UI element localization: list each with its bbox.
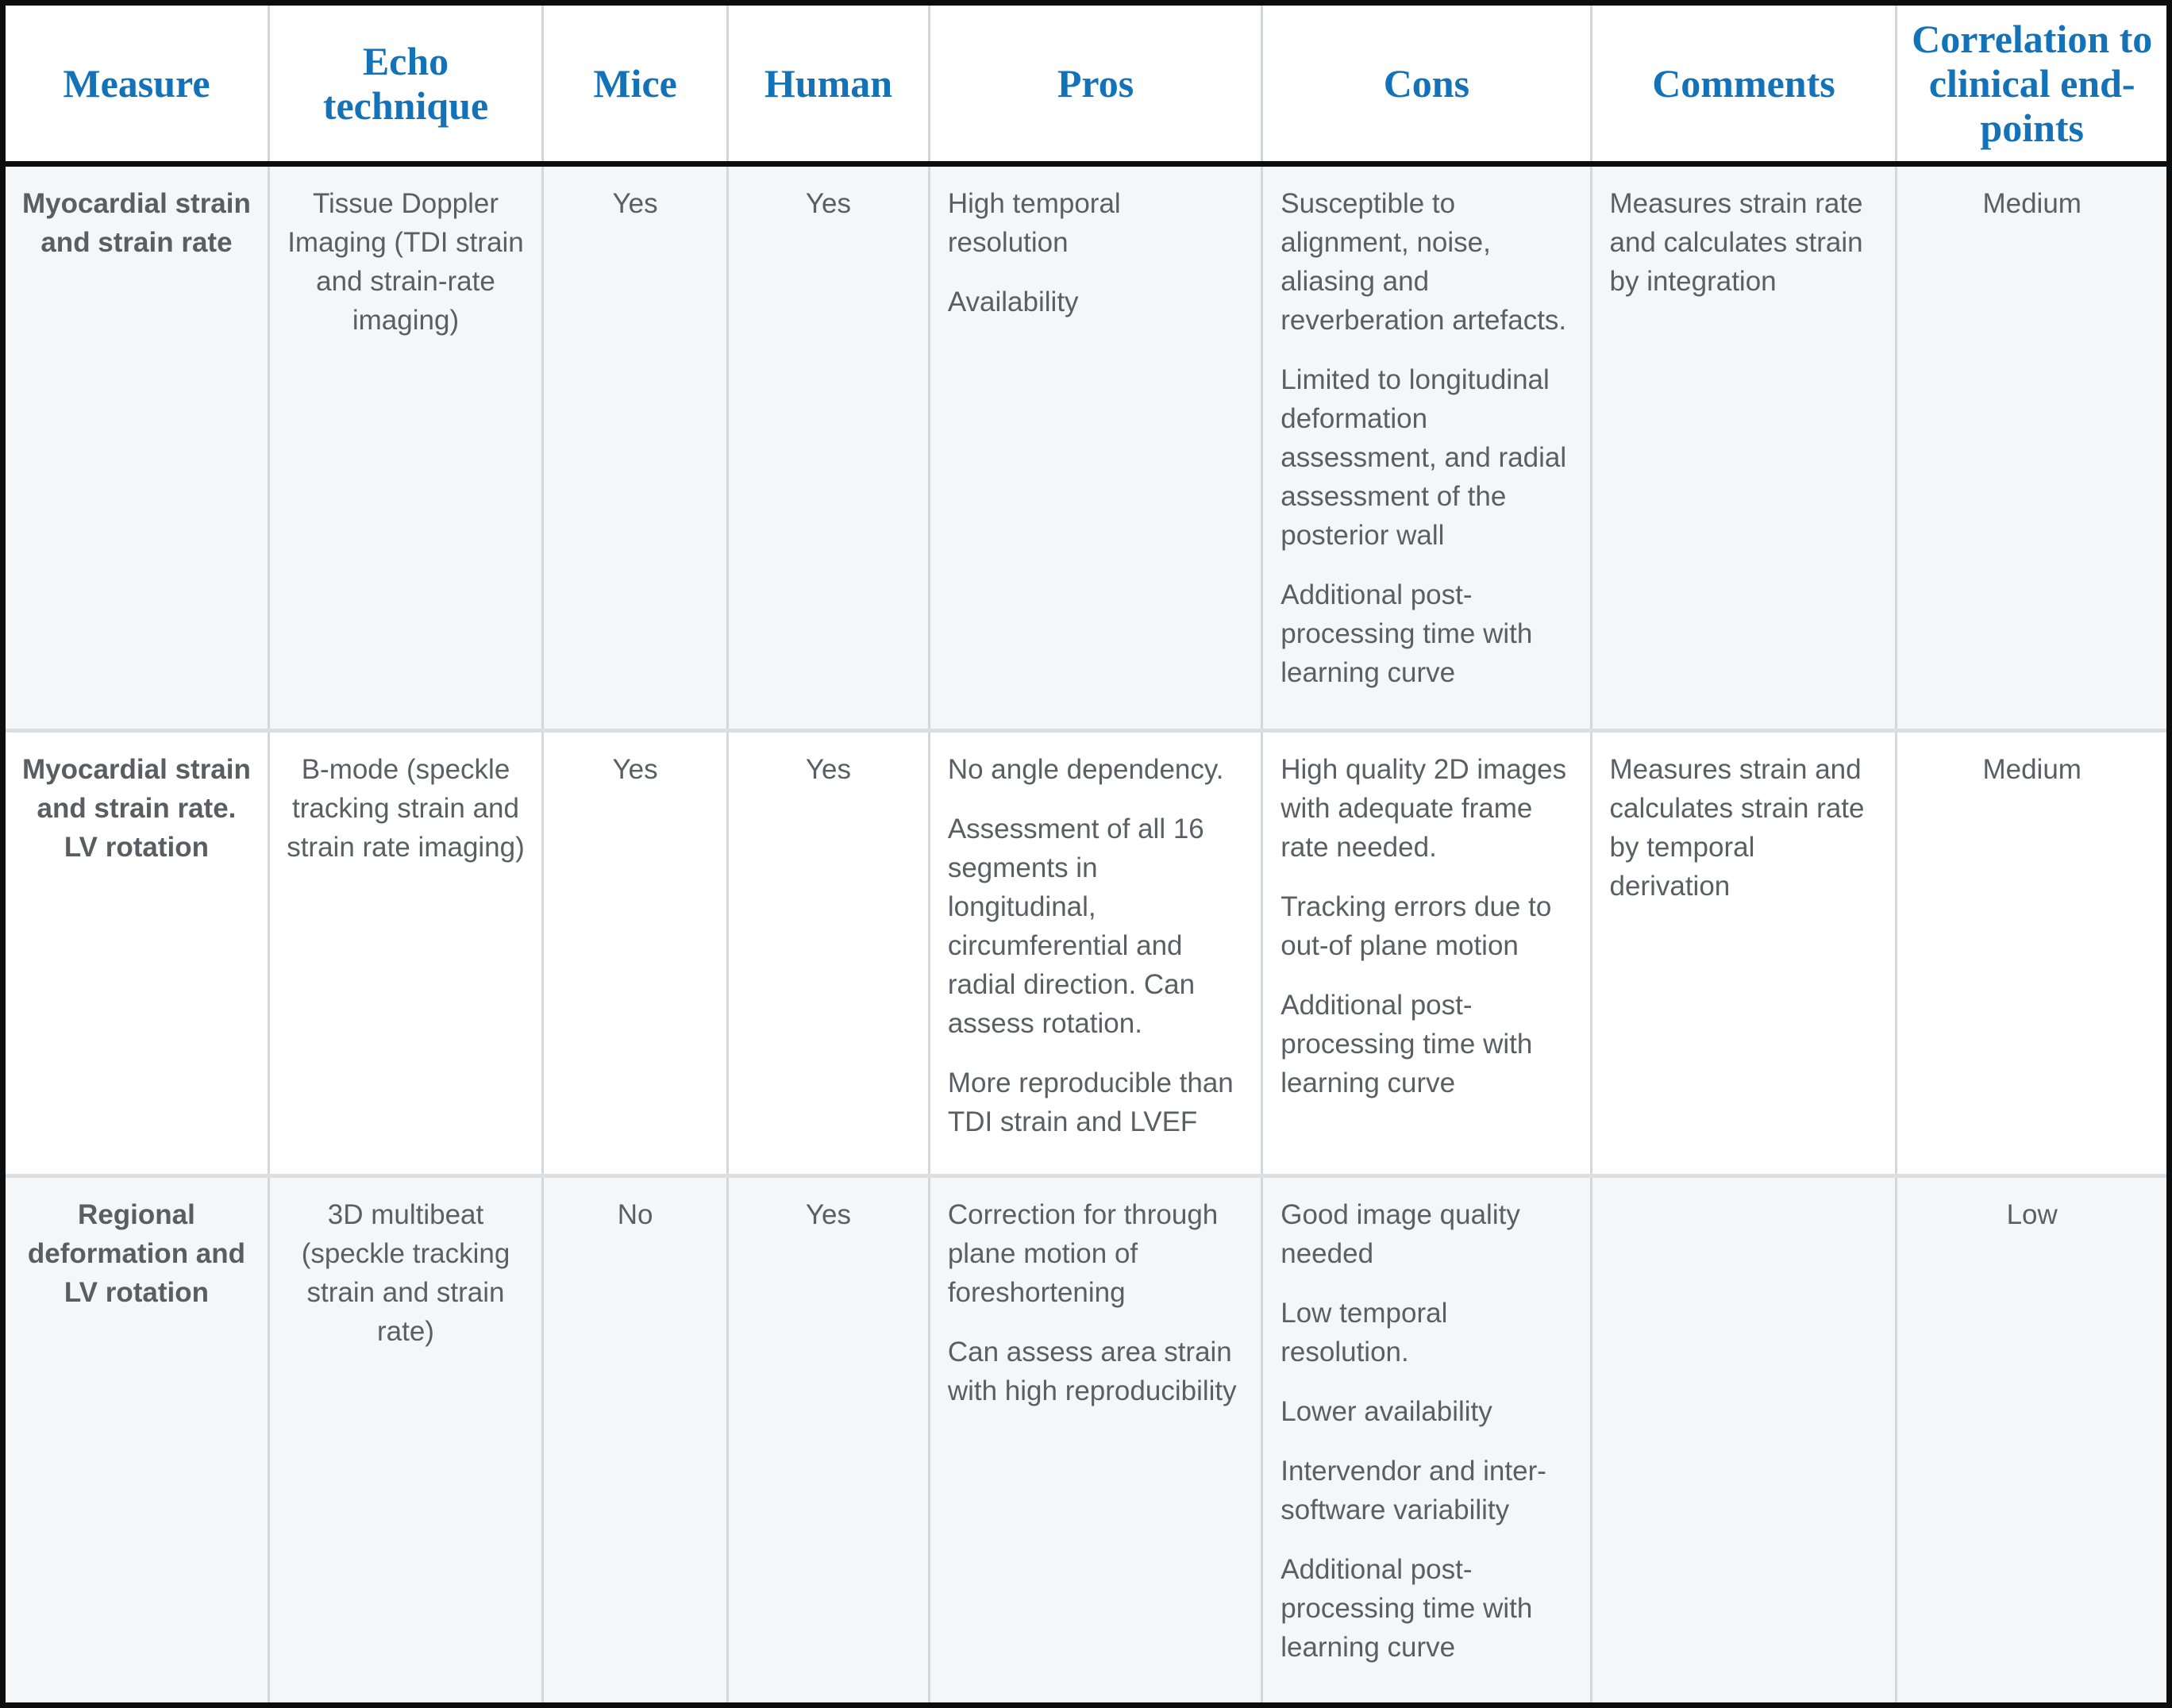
header-line: Human (764, 61, 893, 106)
cell-paragraph: No angle dependency. (947, 754, 1224, 786)
cell-comments: Measures strain rate and calculates stra… (1591, 163, 1898, 733)
cell-measure: Myocardial strain and strain rate. LV ro… (6, 730, 270, 1179)
table-row: Myocardial strain and strain rate. LV ro… (6, 730, 2166, 1179)
cell-pros: No angle dependency. Assessment of all 16… (929, 730, 1264, 1179)
cell-correlation: Medium (1896, 730, 2166, 1179)
cell-paragraph: Additional post-processing time with lea… (1280, 1554, 1533, 1664)
cell-comments (1591, 1175, 1898, 1702)
cell-paragraph: Availability (947, 287, 1079, 317)
header-line: Correlation (1912, 17, 2110, 61)
header-line: Pros (1057, 61, 1134, 106)
cell-text: Yes (805, 754, 852, 786)
cell-comments: Measures strain and calculates strain ra… (1591, 730, 1898, 1179)
cell-paragraph: Tracking errors due to out-of plane moti… (1280, 891, 1552, 962)
column-header-correlation: Correlation to clinical end-points (1896, 6, 2166, 167)
cell-human: Yes (727, 163, 930, 733)
table-header: Measure Echo technique Mice Human Pros C… (6, 6, 2166, 167)
cell-paragraph: More reproducible than TDI strain and LV… (947, 1068, 1234, 1138)
column-header-mice: Mice (542, 6, 730, 167)
column-header-echo-technique: Echo technique (268, 6, 545, 167)
header-line: Cons (1383, 61, 1470, 106)
cell-paragraph: Low temporal resolution. (1280, 1298, 1448, 1368)
cell-paragraph: Additional post-processing time with lea… (1280, 579, 1533, 688)
column-header-measure: Measure (6, 6, 270, 167)
cell-text: Medium (1982, 188, 2082, 219)
header-line: Measure (63, 61, 210, 106)
cell-text: Myocardial strain and strain rate (22, 188, 251, 258)
cell-cons: High quality 2D images with adequate fra… (1261, 730, 1592, 1179)
cell-correlation: Medium (1896, 163, 2166, 733)
echo-technique-comparison-table: Measure Echo technique Mice Human Pros C… (6, 6, 2166, 1702)
table-row: Myocardial strain and strain rate Tissue … (6, 163, 2166, 733)
cell-paragraph: Lower availability (1280, 1396, 1492, 1428)
cell-human: Yes (727, 730, 930, 1179)
cell-paragraph: Additional post-processing time with lea… (1280, 990, 1533, 1099)
cell-correlation: Low (1896, 1175, 2166, 1702)
header-line: Comments (1652, 61, 1835, 106)
cell-text: Yes (805, 1199, 852, 1231)
cell-paragraph: Assessment of all 16 segments in longitu… (947, 814, 1204, 1040)
cell-paragraph: Correction for through plane motion of f… (947, 1199, 1219, 1309)
cell-paragraph: Intervendor and inter-software variabili… (1280, 1456, 1546, 1526)
column-header-pros: Pros (929, 6, 1264, 167)
table-body: Myocardial strain and strain rate Tissue … (6, 163, 2166, 1702)
cell-paragraph: Can assess area strain with high reprodu… (947, 1337, 1237, 1407)
cell-cons: Susceptible to alignment, noise, aliasin… (1261, 163, 1592, 733)
cell-text: Yes (805, 188, 852, 219)
header-line: technique (322, 83, 489, 128)
cell-text: Yes (612, 754, 658, 786)
cell-text: Regional deformation and LV rotation (27, 1199, 246, 1309)
header-line: Echo (362, 39, 449, 83)
header-line: Mice (593, 61, 677, 106)
cell-text: Myocardial strain and strain rate. LV ro… (22, 754, 251, 864)
cell-echo-technique: B-mode (speckle tracking strain and stra… (268, 730, 545, 1179)
cell-paragraph: Measures strain and calculates strain ra… (1609, 754, 1865, 902)
cell-paragraph: Good image quality needed (1280, 1199, 1520, 1270)
cell-human: Yes (727, 1175, 930, 1702)
cell-echo-technique: 3D multibeat (speckle tracking strain an… (268, 1175, 545, 1702)
column-header-human: Human (727, 6, 930, 167)
cell-text: No (617, 1199, 653, 1231)
cell-text: B-mode (speckle tracking strain and stra… (287, 754, 525, 864)
cell-paragraph: High temporal resolution (947, 188, 1121, 258)
cell-echo-technique: Tissue Doppler Imaging (TDI strain and s… (268, 163, 545, 733)
header-line: to clinical (1928, 17, 2153, 106)
cell-pros: Correction for through plane motion of f… (929, 1175, 1264, 1702)
cell-mice: Yes (542, 730, 730, 1179)
cell-paragraph: Measures strain rate and calculates stra… (1609, 188, 1863, 297)
cell-text: Low (2006, 1199, 2058, 1231)
cell-measure: Regional deformation and LV rotation (6, 1175, 270, 1702)
cell-text: Medium (1982, 754, 2082, 786)
column-header-cons: Cons (1261, 6, 1592, 167)
cell-mice: Yes (542, 163, 730, 733)
cell-measure: Myocardial strain and strain rate (6, 163, 270, 733)
cell-text: Yes (612, 188, 658, 219)
cell-paragraph: High quality 2D images with adequate fra… (1280, 754, 1567, 864)
cell-text: 3D multibeat (speckle tracking strain an… (301, 1199, 510, 1348)
cell-paragraph: Limited to longitudinal deformation asse… (1280, 364, 1567, 551)
column-header-comments: Comments (1591, 6, 1898, 167)
cell-paragraph: Susceptible to alignment, noise, aliasin… (1280, 188, 1567, 336)
cell-text: Tissue Doppler Imaging (TDI strain and s… (287, 188, 524, 336)
header-row: Measure Echo technique Mice Human Pros C… (6, 6, 2166, 167)
table-row: Regional deformation and LV rotation 3D m… (6, 1175, 2166, 1702)
header-line: end-points (1980, 61, 2135, 150)
cell-mice: No (542, 1175, 730, 1702)
